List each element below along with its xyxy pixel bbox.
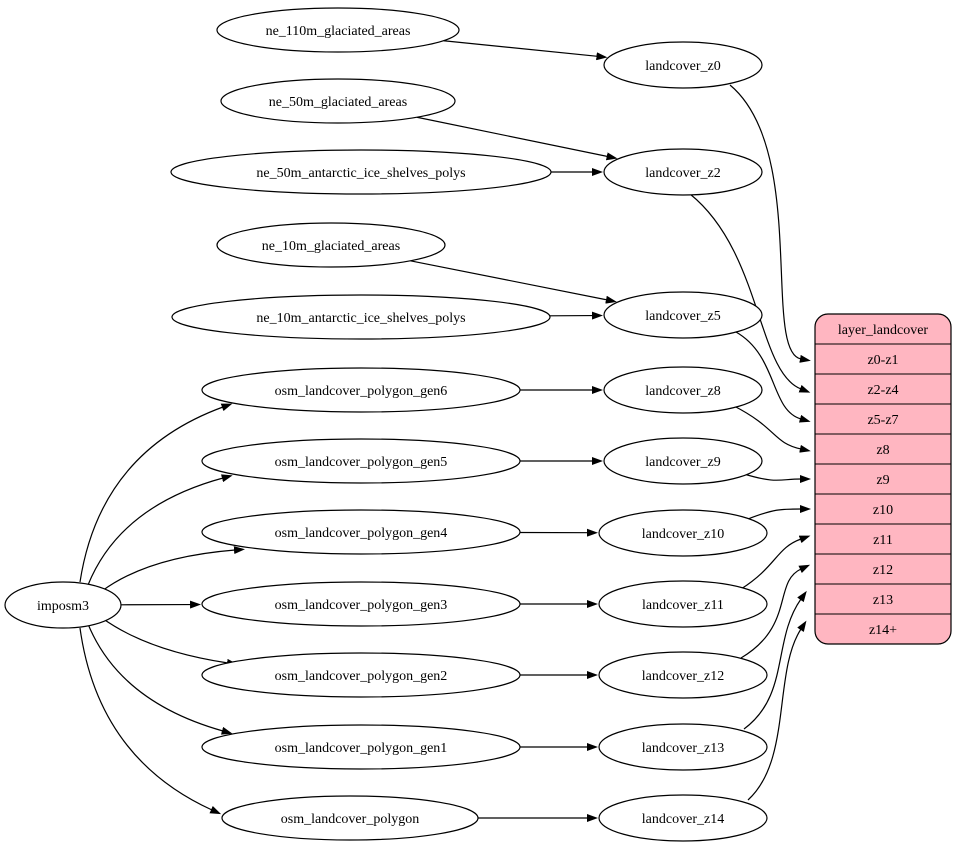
node-landcover_z12: landcover_z12	[598, 651, 768, 699]
node-osm_landcover_polygon_gen4: osm_landcover_polygon_gen4	[201, 509, 521, 555]
edge-landcover_z5-to-row-z5-z7	[735, 331, 811, 423]
table-row-z5-z7: z5-z7	[867, 413, 898, 428]
layer-landcover-table: layer_landcover z0-z1 z2-z4 z5-z7 z8 z9 z10 z11…	[814, 313, 952, 645]
node-ne_10m_antarctic_ice_shelves_polys: ne_10m_antarctic_ice_shelves_polys	[171, 294, 551, 340]
table-row-z14+: z14+	[869, 623, 897, 638]
edge-imposm3-to-osm_landcover_polygon_gen1	[87, 623, 233, 735]
node-label-landcover_z14: landcover_z14	[642, 812, 724, 827]
edge-imposm3-to-osm_landcover_polygon_gen4	[101, 546, 245, 592]
node-label-landcover_z0: landcover_z0	[645, 59, 720, 74]
node-label-osm_landcover_polygon_gen5: osm_landcover_polygon_gen5	[275, 455, 448, 470]
node-osm_landcover_polygon_gen6: osm_landcover_polygon_gen6	[201, 367, 521, 413]
table-row-z8: z8	[876, 443, 889, 458]
node-label-landcover_z8: landcover_z8	[645, 384, 720, 399]
node-label-ne_110m_glaciated_areas: ne_110m_glaciated_areas	[266, 24, 411, 39]
table-row-z0-z1: z0-z1	[867, 353, 898, 368]
edge-landcover_z9-to-row-z9	[743, 473, 811, 484]
node-landcover_z5: landcover_z5	[603, 291, 763, 339]
node-label-osm_landcover_polygon_gen6: osm_landcover_polygon_gen6	[275, 384, 448, 399]
node-landcover_z0: landcover_z0	[603, 41, 763, 89]
node-label-osm_landcover_polygon_gen4: osm_landcover_polygon_gen4	[275, 526, 448, 541]
node-osm_landcover_polygon_gen3: osm_landcover_polygon_gen3	[201, 581, 521, 627]
edge-imposm3-to-osm_landcover_polygon_gen2	[101, 617, 238, 667]
edge-ne_50m_glaciated_areas-to-landcover_z2	[416, 116, 618, 161]
node-label-ne_10m_glaciated_areas: ne_10m_glaciated_areas	[262, 239, 400, 254]
table-row-z2-z4: z2-z4	[867, 383, 898, 398]
edge-imposm3-to-osm_landcover_polygon_gen5	[87, 474, 233, 586]
edge-landcover_z10-to-row-z10	[747, 505, 811, 520]
node-landcover_z9: landcover_z9	[603, 437, 763, 485]
node-landcover_z13: landcover_z13	[598, 723, 768, 771]
edge-landcover_z2-to-row-z2-z4	[689, 193, 811, 393]
node-label-osm_landcover_polygon: osm_landcover_polygon	[281, 812, 419, 827]
node-osm_landcover_polygon_gen5: osm_landcover_polygon_gen5	[201, 438, 521, 484]
node-label-imposm3: imposm3	[37, 599, 89, 614]
node-label-landcover_z9: landcover_z9	[645, 455, 720, 470]
edge-ne_110m_glaciated_areas-to-landcover_z0	[443, 40, 608, 61]
node-label-ne_50m_glaciated_areas: ne_50m_glaciated_areas	[269, 95, 407, 110]
edge-landcover_z8-to-row-z8	[733, 405, 811, 453]
node-landcover_z2: landcover_z2	[603, 148, 763, 196]
node-landcover_z14: landcover_z14	[598, 794, 768, 842]
node-landcover_z8: landcover_z8	[603, 366, 763, 414]
node-ne_110m_glaciated_areas: ne_110m_glaciated_areas	[216, 7, 460, 53]
node-label-landcover_z11: landcover_z11	[642, 598, 724, 613]
edge-landcover_z14-to-row-z14+	[747, 620, 807, 801]
table-row-z9: z9	[876, 473, 889, 488]
node-osm_landcover_polygon_gen1: osm_landcover_polygon_gen1	[201, 724, 521, 770]
edge-landcover_z12-to-row-z12	[740, 564, 811, 659]
edge-ne_10m_glaciated_areas-to-landcover_z5	[410, 260, 617, 304]
node-label-osm_landcover_polygon_gen2: osm_landcover_polygon_gen2	[275, 669, 448, 684]
node-label-landcover_z5: landcover_z5	[645, 309, 720, 324]
node-ne_10m_glaciated_areas: ne_10m_glaciated_areas	[216, 222, 446, 268]
node-label-landcover_z13: landcover_z13	[642, 741, 724, 756]
node-osm_landcover_polygon_gen2: osm_landcover_polygon_gen2	[201, 652, 521, 698]
edge-imposm3-to-osm_landcover_polygon	[79, 627, 222, 815]
node-label-osm_landcover_polygon_gen3: osm_landcover_polygon_gen3	[275, 598, 448, 613]
table-row-z13: z13	[873, 593, 893, 608]
node-label-osm_landcover_polygon_gen1: osm_landcover_polygon_gen1	[275, 741, 448, 756]
node-osm_landcover_polygon: osm_landcover_polygon	[221, 795, 479, 841]
node-label-landcover_z2: landcover_z2	[645, 166, 720, 181]
edge-landcover_z11-to-row-z11	[740, 535, 811, 590]
table-title: layer_landcover	[838, 323, 929, 338]
table-row-z12: z12	[873, 563, 893, 578]
node-imposm3: imposm3	[4, 581, 122, 629]
node-landcover_z10: landcover_z10	[598, 509, 768, 557]
edge-landcover_z13-to-row-z13	[743, 590, 807, 730]
node-label-landcover_z10: landcover_z10	[642, 527, 724, 542]
node-label-landcover_z12: landcover_z12	[642, 669, 724, 684]
node-label-ne_10m_antarctic_ice_shelves_polys: ne_10m_antarctic_ice_shelves_polys	[256, 311, 465, 326]
edge-imposm3-to-osm_landcover_polygon_gen6	[79, 403, 233, 583]
edge-landcover_z0-to-row-z0-z1	[729, 84, 811, 363]
node-label-ne_50m_antarctic_ice_shelves_polys: ne_50m_antarctic_ice_shelves_polys	[256, 166, 465, 181]
node-landcover_z11: landcover_z11	[598, 580, 768, 628]
table-row-z10: z10	[873, 503, 893, 518]
node-ne_50m_glaciated_areas: ne_50m_glaciated_areas	[220, 78, 456, 124]
table-row-z11: z11	[873, 533, 893, 548]
node-ne_50m_antarctic_ice_shelves_polys: ne_50m_antarctic_ice_shelves_polys	[170, 149, 552, 195]
